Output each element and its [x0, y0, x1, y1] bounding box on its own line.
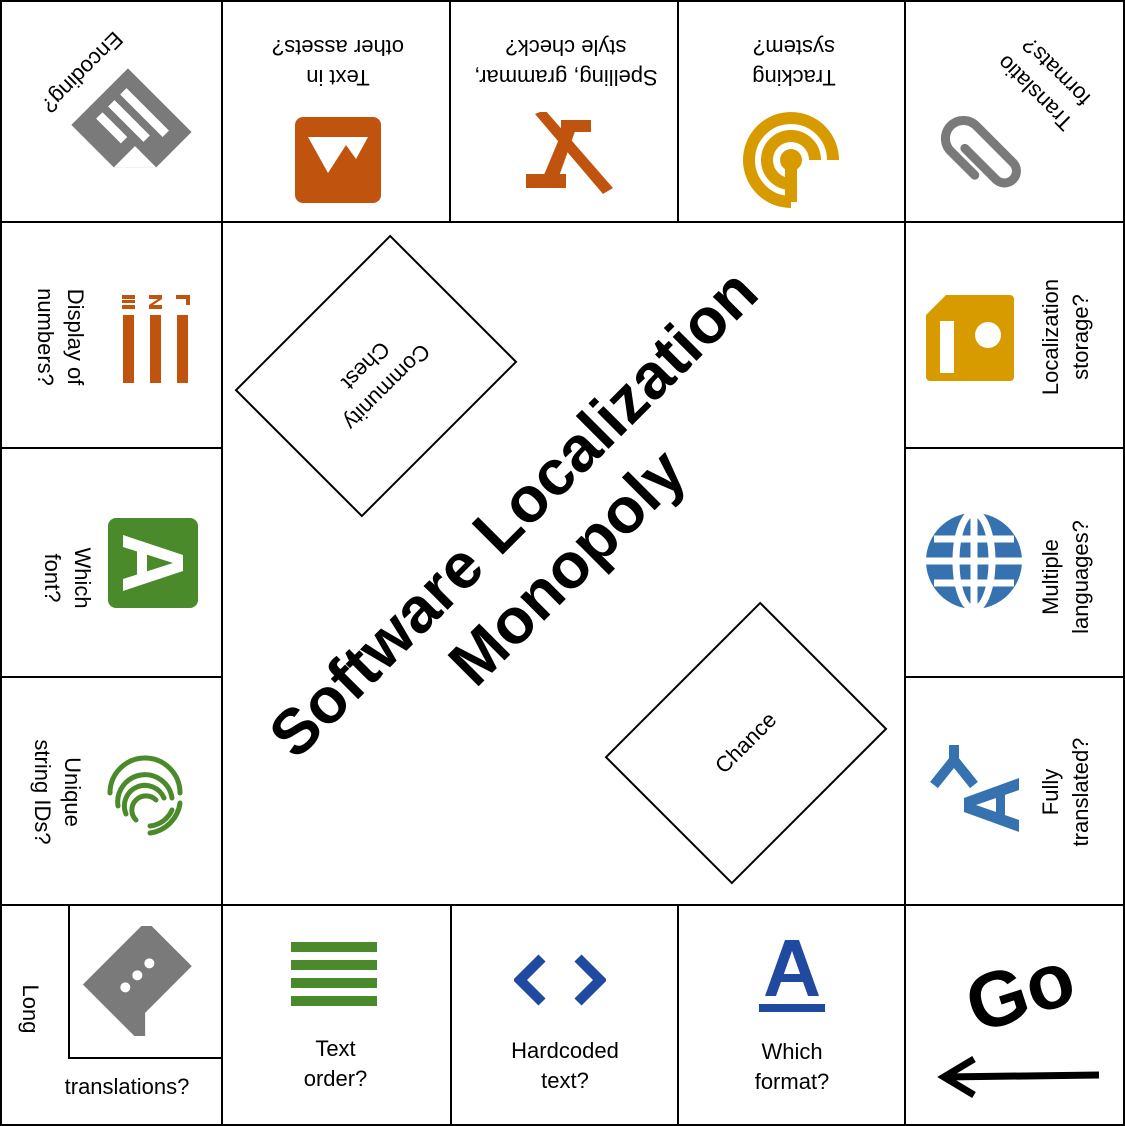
space-spelling: Spelling, grammar,style check?	[449, 0, 679, 223]
go-label: Go	[954, 932, 1086, 1050]
image-icon	[295, 117, 381, 203]
lines-icon	[291, 942, 377, 1006]
letter-a-icon	[108, 518, 198, 608]
fingerprint-icon	[107, 755, 183, 836]
label-spelling: Spelling, grammar,style check?	[474, 35, 658, 90]
inner-box	[68, 906, 221, 1059]
text-strike-icon	[526, 112, 613, 194]
chat-bubble-icon	[82, 926, 192, 1036]
chance-card: Chance	[604, 601, 888, 885]
globe-icon	[926, 511, 1022, 611]
label-translations: translations?	[64, 1074, 190, 1099]
at-sign-icon	[743, 112, 839, 208]
corner-encoding: Encoding?	[0, 0, 223, 223]
corner-long-translations: Long translations?	[0, 904, 223, 1126]
corner-go: Go	[904, 904, 1125, 1126]
text-format-icon	[759, 940, 825, 1012]
label-long: Long	[18, 984, 43, 1034]
file-document-icon	[71, 68, 192, 168]
arrow-left-icon	[937, 1055, 1100, 1099]
paperclip-icon	[940, 115, 1021, 188]
storage-icon	[926, 295, 1014, 381]
code-icon	[514, 954, 606, 1006]
translate-icon	[930, 745, 1019, 832]
numbered-list-icon	[122, 295, 190, 383]
